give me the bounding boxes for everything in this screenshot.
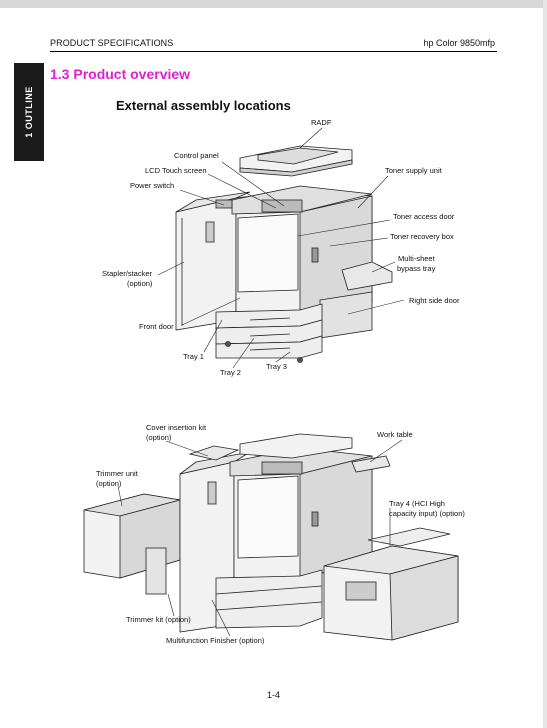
- chapter-tab: [14, 63, 44, 161]
- label-stapler-line1: Stapler/stacker: [102, 269, 153, 278]
- sub-heading: External assembly locations: [116, 98, 291, 113]
- label-tray4-line1: Tray 4 (HCI High: [389, 499, 445, 508]
- label-tray-2: Tray 2: [220, 368, 241, 377]
- running-header-right: hp Color 9850mfp: [423, 38, 495, 48]
- hci-tray-drawing: [323, 527, 459, 641]
- label-lcd-touch-screen: LCD Touch screen: [145, 166, 207, 175]
- label-bypass-line2: bypass tray: [397, 264, 436, 273]
- label-power-switch: Power switch: [130, 181, 175, 190]
- label-control-panel: Control panel: [174, 151, 219, 160]
- label-work-table: Work table: [377, 430, 413, 439]
- label-tray4-line2: capacity input) (option): [389, 509, 465, 518]
- label-tray-3: Tray 3: [266, 362, 287, 371]
- label-stapler-line2: (option): [127, 279, 153, 288]
- label-cover-insertion-line1: Cover insertion kit: [146, 423, 207, 432]
- running-header-left: PRODUCT SPECIFICATIONS: [50, 38, 174, 48]
- page-frame-top: [0, 0, 547, 8]
- trimmer-unit-drawing: [83, 493, 181, 595]
- page-frame-right: [543, 0, 547, 728]
- section-title: 1.3 Product overview: [50, 66, 191, 82]
- main-unit-drawing: [215, 185, 393, 339]
- label-toner-supply-unit: Toner supply unit: [385, 166, 442, 175]
- label-trimmer-kit: Trimmer kit (option): [126, 615, 191, 624]
- figure-2-leader-lines: [117, 439, 403, 637]
- label-bypass-line1: Multi-sheet: [398, 254, 435, 263]
- trays-drawing: [215, 303, 323, 363]
- label-front-door: Front door: [139, 322, 174, 331]
- label-toner-access-door: Toner access door: [393, 212, 455, 221]
- radf-drawing: [239, 145, 353, 177]
- label-toner-recovery-box: Toner recovery box: [390, 232, 454, 241]
- label-multifunction-finisher: Multifunction Finisher (option): [166, 636, 265, 645]
- label-tray-1: Tray 1: [183, 352, 204, 361]
- page-number: 1-4: [266, 690, 280, 700]
- figure-1-leader-lines: [157, 127, 405, 369]
- label-right-side-door: Right side door: [409, 296, 460, 305]
- header-rule: [50, 51, 497, 52]
- main-unit-2-drawing: [215, 433, 391, 629]
- label-cover-insertion-line2: (option): [146, 433, 172, 442]
- label-trimmer-unit-line1: Trimmer unit: [96, 469, 138, 478]
- label-trimmer-unit-line2: (option): [96, 479, 122, 488]
- label-radf: RADF: [311, 118, 332, 127]
